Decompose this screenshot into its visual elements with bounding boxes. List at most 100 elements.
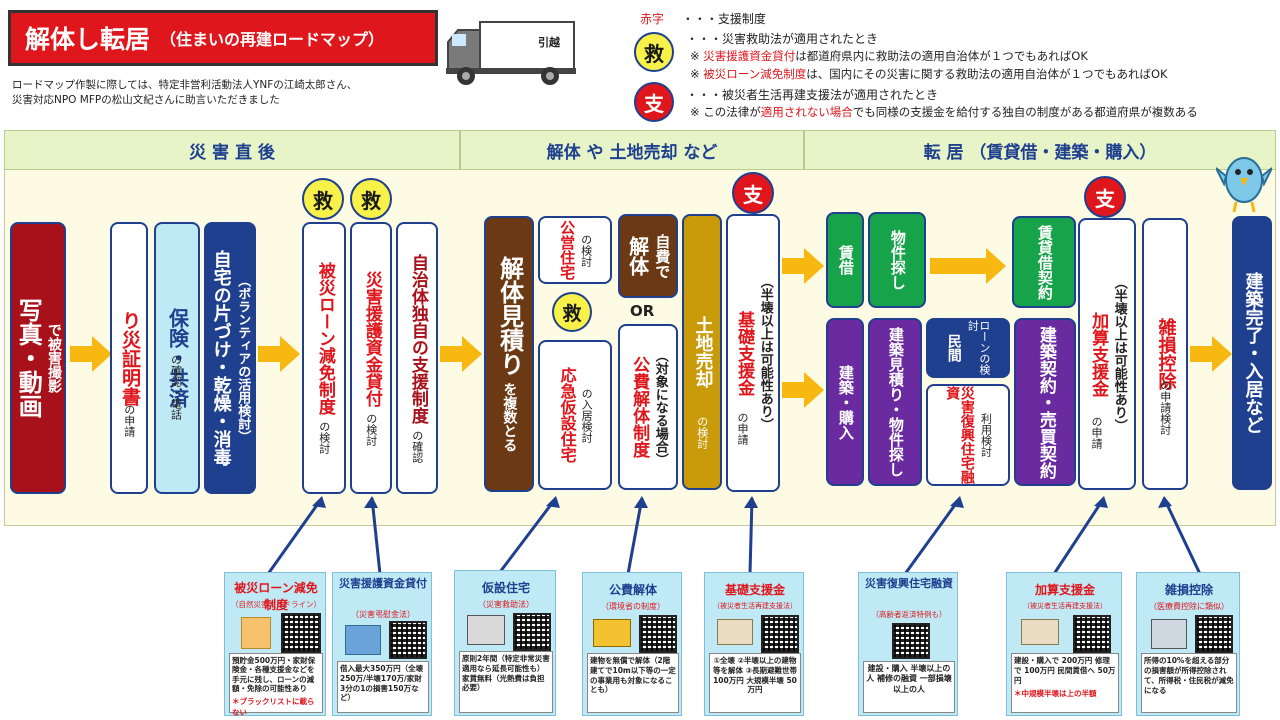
card-body: 建物を無償で解体（2階建てで10m以下等の一定の事業用も対象になることも） bbox=[587, 653, 679, 713]
step-zasson: 雑損控除 の申請検討 bbox=[1142, 218, 1188, 490]
step-tochi: 土地売却 の検討 bbox=[682, 214, 722, 490]
excavator-icon bbox=[593, 619, 631, 647]
bird-mascot-icon bbox=[1215, 150, 1273, 214]
card-kohi: 公費解体 （環境省の制度） 建物を無償で解体（2階建てで10m以下等の一定の事業… bbox=[582, 572, 682, 716]
step-koei: 公営住宅 の検討 bbox=[538, 216, 612, 284]
card-title: 災害援護資金貸付 bbox=[339, 577, 427, 590]
legend-red-word: 赤字 bbox=[640, 12, 665, 26]
step-kenchiku-mitsumori: 建築見積り・物件探し bbox=[868, 318, 922, 486]
card-subtitle: （災害救助法） bbox=[478, 600, 534, 609]
kyu-badge-loan: 救 bbox=[302, 178, 344, 220]
qr-code-icon bbox=[281, 613, 321, 653]
legend-kyu-icon: 救 bbox=[634, 32, 674, 72]
card-fukko: 災害復興住宅融資 （高齢者返済特例も） 建設・購入 半壊以上の人 補修の融資 一… bbox=[858, 572, 958, 716]
step-kenchiku-konyu: 建築・購入 bbox=[826, 318, 864, 486]
card-body: 原則2年間（特定非常災害適用なら延長可能性も）家賃無料（光熱費は負担必要） bbox=[459, 651, 553, 713]
credit-line-1: ロードマップ作製に際しては、特定非営利活動法人YNFの江崎太郎さん、 bbox=[12, 79, 358, 91]
card-title: 雑損控除 bbox=[1164, 583, 1213, 597]
legend-shi-icon: 支 bbox=[634, 82, 674, 122]
step-engo: 災害援護資金貸付 の検討 bbox=[350, 222, 392, 494]
legend-kyu-desc: ・・・災害救助法が適用されたとき bbox=[686, 32, 879, 46]
legend-red-desc: ・・・支援制度 bbox=[681, 12, 766, 26]
card-subtitle: （被災者生活再建支援法） bbox=[1023, 602, 1107, 610]
card-title: 基礎支援金 bbox=[724, 583, 785, 597]
step-jichitai: 自治体独自の支援制度 の確認 bbox=[396, 222, 438, 494]
flow-arrow bbox=[440, 334, 484, 378]
step-jihi-kaitai: 解体 自費で bbox=[618, 214, 678, 298]
card-title: 公費解体 bbox=[608, 583, 657, 597]
truck-label: 引越 bbox=[538, 36, 560, 49]
step-risai: り災証明書 の申請 bbox=[110, 222, 148, 494]
card-subtitle: （医療費控除に類似） bbox=[1149, 602, 1229, 611]
qr-code-icon bbox=[761, 615, 799, 653]
card-kasetsu: 仮設住宅 （災害救助法） 原則2年間（特定非常災害適用なら延長可能性も）家賃無料… bbox=[454, 570, 556, 716]
card-title: 仮設住宅 bbox=[481, 581, 530, 595]
card-kasan: 加算支援金 （被災者生活再建支援法） 建設・購入で 200万円 修理で 100万… bbox=[1006, 572, 1122, 716]
step-hoken: 保険・共済 の確認・電話 bbox=[154, 222, 200, 494]
legend-shi-desc: ・・・被災者生活再建支援法が適用されたとき bbox=[686, 88, 939, 102]
step-loan: 被災ローン減免制度 の検討 bbox=[302, 222, 346, 494]
step-jitaku: 自宅の片づけ・乾燥・消毒 （ボランティアの活用検討） bbox=[204, 222, 256, 494]
card-engo: 災害援護資金貸付 （災害弔慰金法） 借入最大350万円（全壊250万/半壊170… bbox=[332, 572, 432, 716]
step-chinshaku: 賃借 bbox=[826, 212, 864, 308]
or-label: OR bbox=[630, 302, 655, 320]
step-minkan-loan: 民間 ローンの検討 bbox=[926, 318, 1010, 378]
step-baibai: 建築契約・売買契約 bbox=[1014, 318, 1076, 486]
card-subtitle: （自然災害ガイドライン） bbox=[231, 600, 321, 609]
card-title: 被災ローン減免制度 bbox=[234, 581, 318, 612]
card-zasson: 雑損控除 （医療費控除に類似） 所得の10%を超える部分の損害額が所得控除されて… bbox=[1136, 572, 1240, 716]
shi-badge-kasan: 支 bbox=[1084, 176, 1126, 218]
card-document-icon bbox=[241, 617, 271, 649]
credit-line-2: 災害対応NPO MFPの松山文紀さんに助言いただきました bbox=[12, 94, 280, 106]
flow-arrow-long bbox=[930, 246, 1008, 290]
step-kasan: 加算支援金 （半壊以上は可能性あり） の申請 bbox=[1078, 218, 1136, 490]
step-bukken: 物件探し bbox=[868, 212, 926, 308]
flow-arrow bbox=[258, 334, 302, 378]
kyu-badge-engo: 救 bbox=[350, 178, 392, 220]
qr-code-icon bbox=[1073, 615, 1111, 653]
legend-shi-note: ※ この法律が適用されない場合でも同様の支援金を給付する独自の制度がある都道府県… bbox=[690, 105, 1198, 119]
card-body: 借入最大350万円（全壊250万/半壊170万/家財3分の1の損害150万など） bbox=[337, 661, 429, 713]
card-kiso: 基礎支援金 （被災者生活再建支援法） ①全壊 ②半壊以上の建物等を解体 ③長期避… bbox=[704, 572, 804, 716]
truck-icon: 引越 bbox=[446, 18, 578, 90]
card-loan: 被災ローン減免制度 （自然災害ガイドライン） 預貯金500万円・家財保険金・各種… bbox=[224, 572, 326, 717]
flow-arrow bbox=[782, 246, 826, 290]
flow-arrow bbox=[782, 370, 826, 414]
card-title: 災害復興住宅融資 bbox=[865, 577, 953, 590]
qr-code-icon bbox=[513, 613, 551, 651]
money-icon bbox=[1021, 619, 1059, 645]
card-body: 建設・購入 半壊以上の人 補修の融資 一部損壊以上の人 bbox=[863, 661, 955, 713]
phase-immediate: 災 害 直 後 bbox=[4, 130, 460, 170]
step-chintai-keiyaku: 賃貸借契約 bbox=[1012, 216, 1076, 308]
card-title: 加算支援金 bbox=[1034, 583, 1095, 597]
title-banner: 解体し転居 （住まいの再建ロードマップ） bbox=[8, 10, 438, 66]
card-subtitle: （災害弔慰金法） bbox=[351, 610, 415, 619]
card-subtitle: （高齢者返済特例も） bbox=[871, 610, 947, 619]
title-sub: （住まいの再建ロードマップ） bbox=[160, 30, 385, 49]
card-body: 建設・購入で 200万円 修理で 100万円 民間賃借へ 50万円 ＊中規模半壊… bbox=[1011, 653, 1119, 713]
card-subtitle: （被災者生活再建支援法） bbox=[713, 602, 797, 610]
shi-badge-kiso: 支 bbox=[732, 172, 774, 214]
step-kanryo: 建築完了・入居など bbox=[1232, 216, 1272, 490]
legend-kyu-note-2: ※ 被災ローン減免制度は、国内にその災害に関する救助法の適用自治体が１つでもあれ… bbox=[690, 67, 1168, 81]
step-fukko: 災害復興住宅融資 利用検討 bbox=[926, 384, 1010, 486]
building-icon bbox=[345, 625, 381, 655]
legend-red: 赤字 ・・・支援制度 bbox=[640, 10, 766, 27]
card-body: ①全壊 ②半壊以上の建物等を解体 ③長期避難世帯 100万円 大規模半壊 50万… bbox=[709, 653, 801, 713]
legend-kyu-note-1: ※ 災害援護資金貸付は都道府県内に救助法の適用自治体が１つでもあればOK bbox=[690, 49, 1088, 63]
title-main: 解体し転居 bbox=[25, 25, 151, 54]
step-kiso: 基礎支援金 （半壊以上は可能性あり） の申請 bbox=[726, 214, 780, 492]
phase-demolition: 解体 や 土地売却 など bbox=[460, 130, 804, 170]
card-body: 預貯金500万円・家財保険金・各種支援金などを手元に残し、ローンの減額・免除の可… bbox=[229, 653, 323, 717]
step-kohi: 公費解体制度 （対象になる場合） bbox=[618, 324, 678, 490]
card-body: 所得の10%を超える部分の損害額が所得控除されて、所得税・住民税が減免になる bbox=[1141, 653, 1237, 713]
step-photo: 写真・動画 で被害撮影 bbox=[10, 222, 66, 494]
flow-arrow bbox=[1190, 334, 1234, 378]
house-icon bbox=[467, 615, 505, 645]
qr-code-icon bbox=[389, 621, 427, 659]
kyu-badge-kasetsu: 救 bbox=[552, 292, 592, 332]
qr-code-icon bbox=[639, 615, 677, 653]
step-kaitai-mitsumori: 解体見積り を複数とる bbox=[484, 216, 534, 492]
office-icon bbox=[1151, 619, 1187, 649]
